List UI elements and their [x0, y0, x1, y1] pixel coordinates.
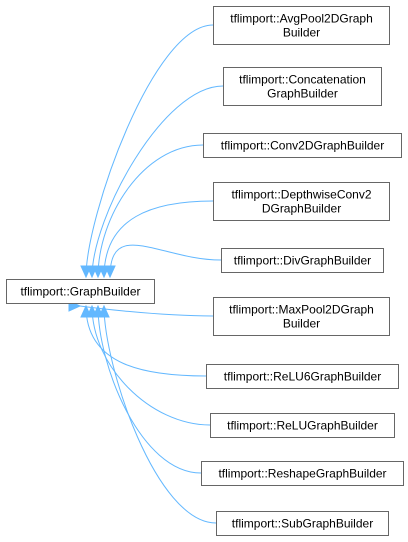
- derived-class-node-label-line: tflimport::ReLU6GraphBuilder: [224, 370, 381, 384]
- derived-class-node-box: [213, 182, 390, 221]
- inheritance-edge: [103, 305, 217, 524]
- derived-class-node-box: [203, 133, 402, 158]
- derived-class-node[interactable]: tflimport::SubGraphBuilder: [216, 511, 389, 536]
- derived-class-node-label-line: tflimport::DepthwiseConv2: [231, 188, 371, 202]
- derived-class-node-label-line: tflimport::DivGraphBuilder: [234, 254, 371, 268]
- base-class-node-box: [6, 279, 155, 304]
- inheritance-edge: [85, 24, 214, 278]
- derived-class-node-label-line: tflimport::AvgPool2DGraph: [230, 12, 373, 26]
- base-class-node[interactable]: tflimport::GraphBuilder: [6, 279, 155, 304]
- derived-class-node-label-line: tflimport::SubGraphBuilder: [232, 517, 373, 531]
- derived-class-node-box: [213, 297, 390, 336]
- derived-class-node-label-line: tflimport::Concatenation: [239, 73, 366, 87]
- derived-class-node[interactable]: tflimport::DivGraphBuilder: [221, 248, 384, 273]
- derived-class-node-box: [213, 6, 390, 45]
- derived-class-node-box: [216, 511, 389, 536]
- derived-class-node-box: [201, 461, 404, 486]
- inheritance-edge: [103, 200, 214, 278]
- derived-class-node-box: [210, 413, 395, 438]
- nodes-layer: tflimport::GraphBuilder tflimport::AvgPoo…: [6, 6, 404, 536]
- inheritance-edge: [97, 305, 202, 474]
- derived-class-node[interactable]: tflimport::ReLUGraphBuilder: [210, 413, 395, 438]
- derived-class-node-label-line: GraphBuilder: [267, 87, 338, 101]
- inheritance-edge: [91, 305, 211, 426]
- edges-layer: [68, 24, 224, 524]
- derived-class-node-label-line: tflimport::ReshapeGraphBuilder: [218, 467, 386, 481]
- derived-class-node-label-line: tflimport::ReLUGraphBuilder: [227, 419, 378, 433]
- inheritance-edge: [79, 305, 214, 317]
- derived-class-node-label-line: Builder: [283, 26, 320, 40]
- inheritance-edge: [91, 85, 224, 278]
- base-class-node-label-line: tflimport::GraphBuilder: [20, 285, 140, 299]
- derived-class-node-label-line: Builder: [283, 317, 320, 331]
- derived-class-node-label-line: tflimport::MaxPool2DGraph: [229, 303, 374, 317]
- derived-class-node-box: [206, 364, 399, 389]
- inheritance-edge: [97, 144, 204, 278]
- derived-class-node-label-line: tflimport::Conv2DGraphBuilder: [221, 139, 384, 153]
- inheritance-arrowhead: [98, 304, 110, 318]
- derived-class-node-box: [221, 248, 384, 273]
- inheritance-arrowhead: [104, 265, 116, 279]
- derived-class-node-label-line: DGraphBuilder: [262, 202, 341, 216]
- inheritance-edge: [109, 244, 222, 278]
- derived-class-node-box: [223, 67, 382, 106]
- derived-class-node[interactable]: tflimport::ReLU6GraphBuilder: [206, 364, 399, 389]
- derived-class-node[interactable]: tflimport::ReshapeGraphBuilder: [201, 461, 404, 486]
- inheritance-edge: [85, 305, 207, 377]
- derived-class-node[interactable]: tflimport::Conv2DGraphBuilder: [203, 133, 402, 158]
